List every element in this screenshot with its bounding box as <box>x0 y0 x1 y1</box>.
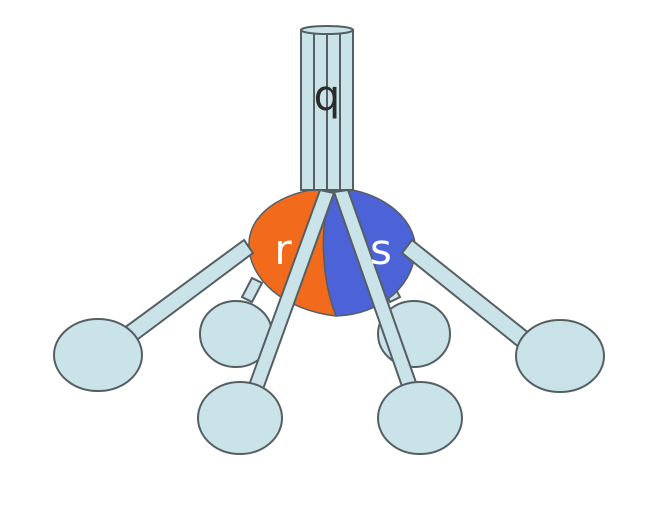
stem-fiber-1 <box>301 30 314 190</box>
label-s: s <box>370 225 392 274</box>
head-front-right <box>378 382 462 454</box>
head-far-right <box>516 320 604 392</box>
label-q: q <box>314 71 341 120</box>
stem-fiber-4 <box>340 30 353 190</box>
label-r: r <box>274 225 292 274</box>
head-front-left <box>198 382 282 454</box>
stalk-back-left <box>242 278 262 302</box>
head-far-left <box>54 319 142 391</box>
stem-top-cap <box>301 26 353 34</box>
front-heads <box>54 319 604 454</box>
